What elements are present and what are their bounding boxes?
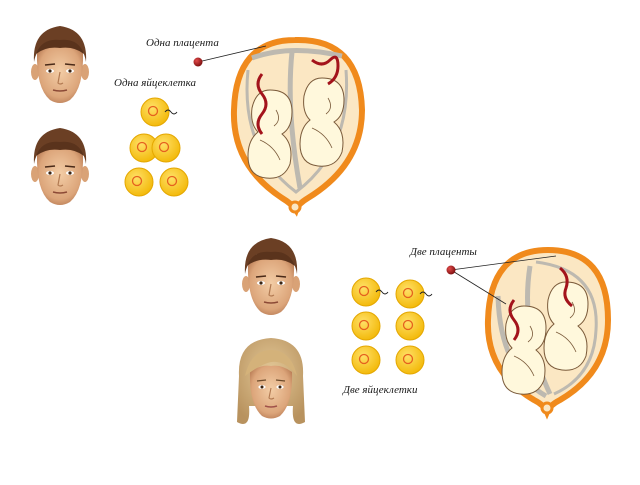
placenta-pointer-line	[450, 269, 507, 305]
placenta-pointer-line	[450, 255, 557, 271]
split-egg-pair-icon	[124, 167, 189, 197]
fraternal-twins-section	[236, 237, 612, 425]
single-egg-icon	[140, 97, 178, 127]
two-eggs-icon	[351, 311, 425, 341]
male-face-icon	[241, 237, 301, 316]
placenta-marker-icon	[446, 265, 456, 275]
one-egg-label: Одна яйцеклетка	[114, 77, 196, 89]
placenta-marker-icon	[193, 57, 203, 67]
two-eggs-final-icon	[351, 345, 425, 375]
dividing-egg-icon	[129, 133, 181, 163]
uterus-two-placentas-diagram	[484, 246, 612, 420]
one-placenta-label: Одна плацента	[146, 37, 219, 49]
two-eggs-label: Две яйцеклетки	[343, 384, 418, 396]
male-face-icon	[30, 127, 90, 206]
female-face-icon	[236, 337, 306, 425]
uterus-single-placenta-diagram	[230, 36, 366, 217]
two-eggs-fertilized-icon	[351, 277, 433, 309]
male-face-icon	[30, 25, 90, 104]
two-placentas-label: Две плаценты	[410, 246, 477, 258]
placenta-pointer-line	[197, 45, 267, 63]
identical-twins-section	[30, 25, 366, 217]
